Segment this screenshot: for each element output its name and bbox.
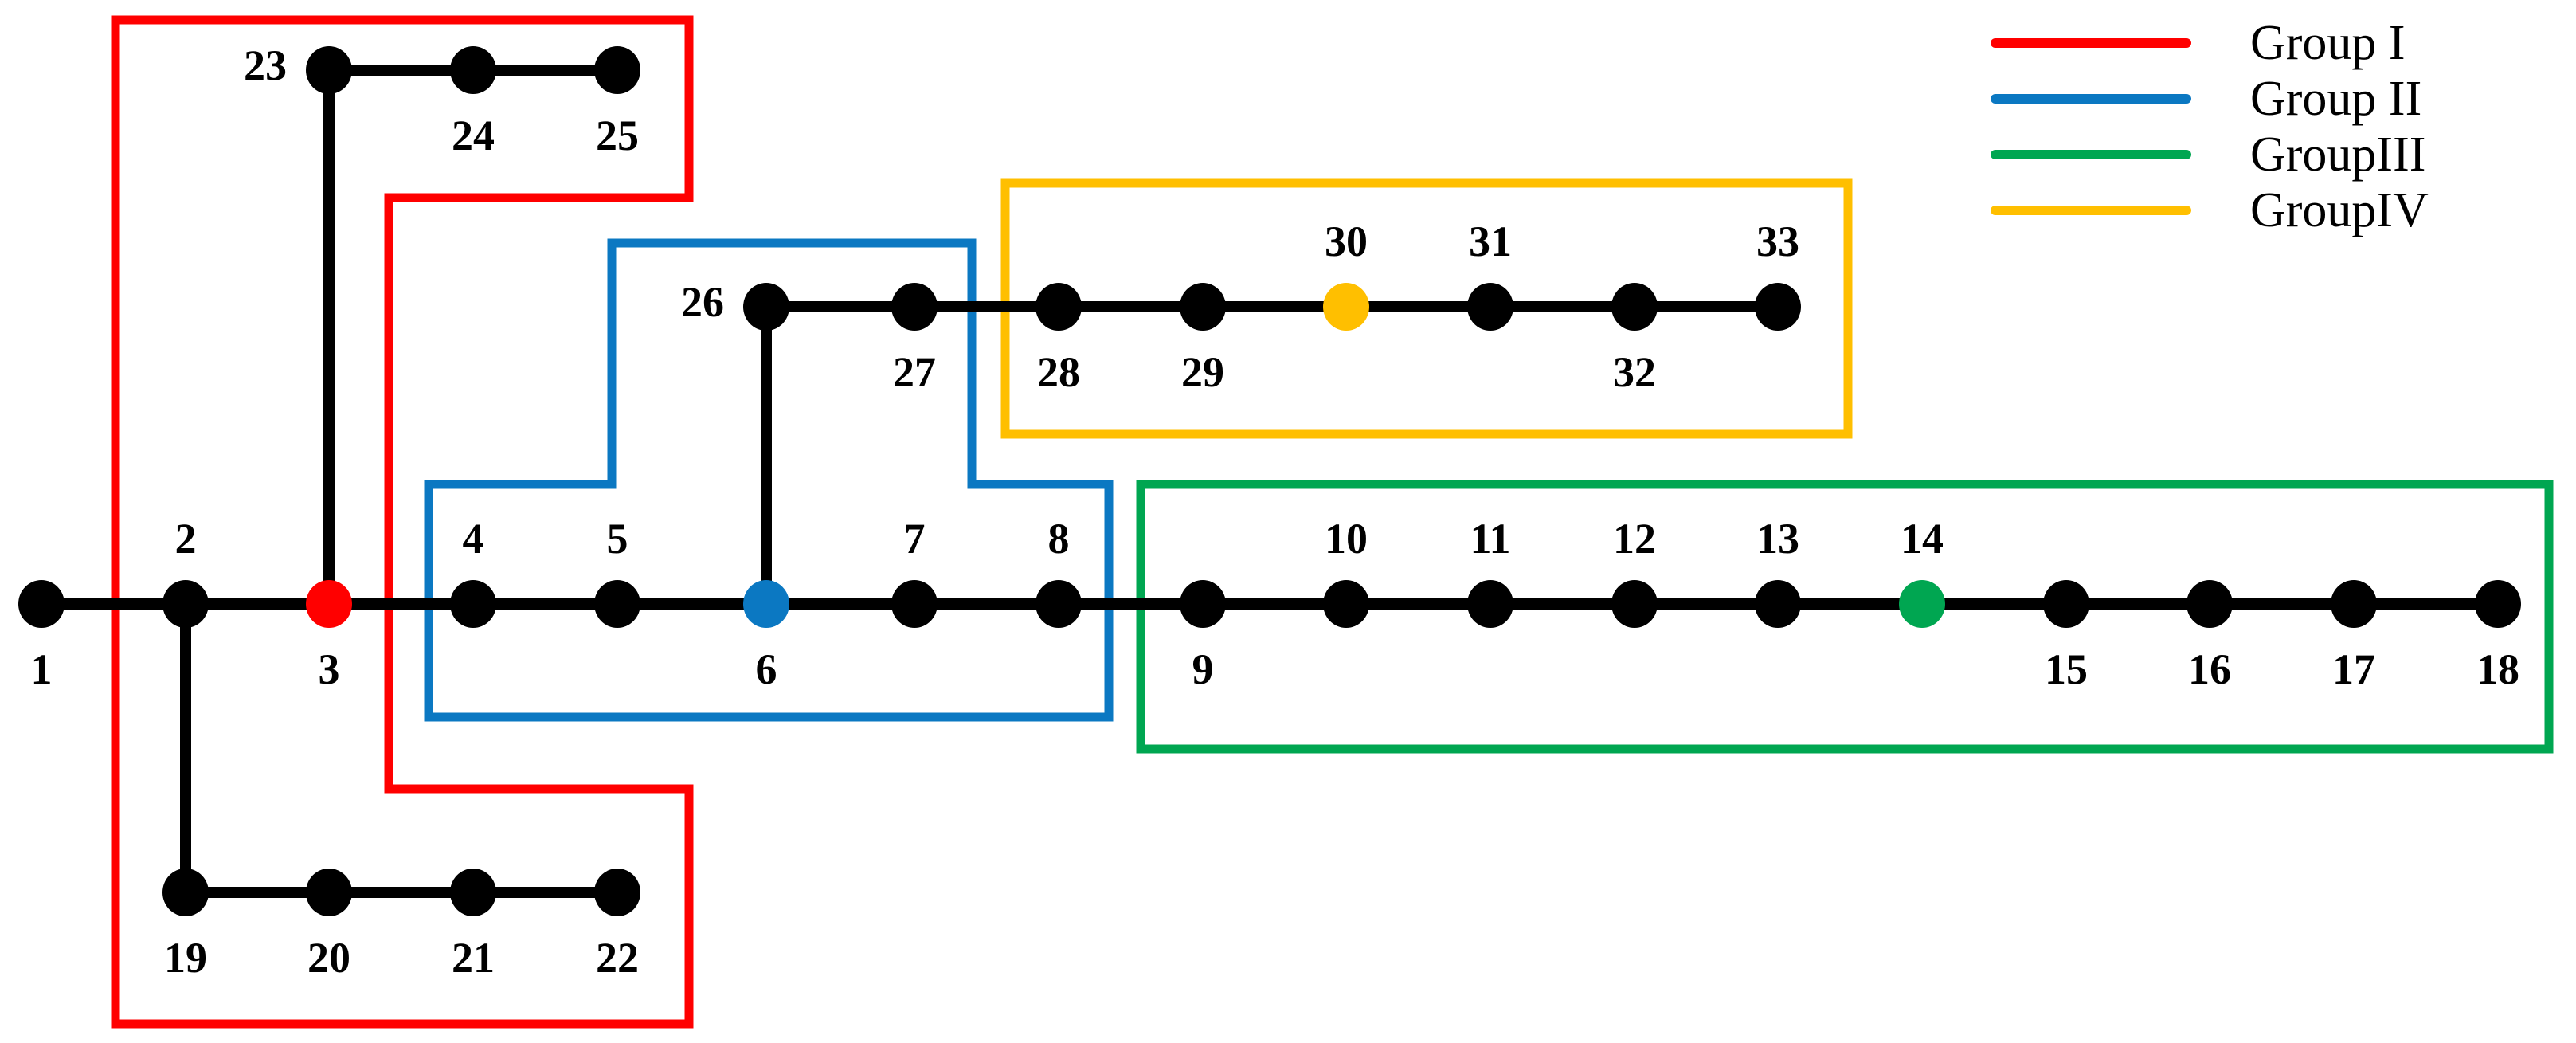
- graph-node-30[interactable]: [1323, 283, 1369, 331]
- node-label-9: 9: [1192, 645, 1214, 693]
- node-label-11: 11: [1470, 515, 1511, 563]
- node-label-1: 1: [30, 645, 53, 693]
- node-label-21: 21: [452, 934, 495, 982]
- graph-node-32[interactable]: [1611, 283, 1658, 331]
- node-label-5: 5: [606, 515, 628, 563]
- legend-label-1: Group I: [2250, 16, 2406, 70]
- node-label-13: 13: [1756, 515, 1799, 563]
- legend-label-2: Group II: [2250, 72, 2422, 126]
- graph-node-33[interactable]: [1755, 283, 1801, 331]
- node-label-29: 29: [1181, 348, 1224, 396]
- node-label-17: 17: [2332, 645, 2375, 693]
- node-label-18: 18: [2476, 645, 2519, 693]
- node-layer: [18, 46, 2521, 916]
- node-label-7: 7: [903, 515, 926, 563]
- node-label-31: 31: [1469, 218, 1512, 265]
- node-label-26: 26: [681, 278, 724, 326]
- graph-node-29[interactable]: [1180, 283, 1226, 331]
- node-label-20: 20: [307, 934, 350, 982]
- graph-node-7[interactable]: [891, 580, 938, 628]
- node-label-33: 33: [1756, 218, 1799, 265]
- node-label-14: 14: [1901, 515, 1944, 563]
- graph-node-13[interactable]: [1755, 580, 1801, 628]
- node-label-4: 4: [462, 515, 484, 563]
- node-label-28: 28: [1037, 348, 1080, 396]
- graph-node-2[interactable]: [162, 580, 209, 628]
- graph-node-25[interactable]: [594, 46, 640, 94]
- legend-label-4: GroupIV: [2250, 183, 2429, 237]
- legend-label-3: GroupIII: [2250, 127, 2426, 182]
- graph-node-17[interactable]: [2331, 580, 2377, 628]
- node-label-19: 19: [164, 934, 207, 982]
- group-outline-group-iii: [1136, 480, 2554, 754]
- graph-node-11[interactable]: [1467, 580, 1513, 628]
- node-label-16: 16: [2188, 645, 2231, 693]
- node-label-2: 2: [174, 515, 197, 563]
- graph-node-26[interactable]: [743, 283, 789, 331]
- graph-node-15[interactable]: [2043, 580, 2089, 628]
- graph-node-20[interactable]: [306, 869, 352, 916]
- graph-node-8[interactable]: [1035, 580, 1082, 628]
- graph-node-5[interactable]: [594, 580, 640, 628]
- edge-layer: [41, 65, 2498, 898]
- graph-node-18[interactable]: [2475, 580, 2521, 628]
- graph-node-31[interactable]: [1467, 283, 1513, 331]
- node-label-23: 23: [244, 41, 287, 89]
- node-label-24: 24: [452, 112, 495, 159]
- graph-node-6[interactable]: [743, 580, 789, 628]
- node-label-22: 22: [596, 934, 639, 982]
- graph-node-28[interactable]: [1035, 283, 1082, 331]
- group-outline-group-i: [111, 15, 694, 1029]
- graph-node-14[interactable]: [1899, 580, 1945, 628]
- graph-node-23[interactable]: [306, 46, 352, 94]
- node-label-3: 3: [318, 645, 340, 693]
- graph-node-9[interactable]: [1180, 580, 1226, 628]
- graph-node-1[interactable]: [18, 580, 65, 628]
- node-label-32: 32: [1613, 348, 1656, 396]
- graph-node-24[interactable]: [450, 46, 496, 94]
- group-outline-group-ii: [424, 238, 1114, 722]
- node-label-6: 6: [755, 645, 777, 693]
- node-label-8: 8: [1047, 515, 1070, 563]
- graph-node-10[interactable]: [1323, 580, 1369, 628]
- graph-node-21[interactable]: [450, 869, 496, 916]
- node-label-15: 15: [2045, 645, 2088, 693]
- node-label-12: 12: [1613, 515, 1656, 563]
- graph-node-22[interactable]: [594, 869, 640, 916]
- node-label-27: 27: [893, 348, 936, 396]
- node-label-10: 10: [1325, 515, 1368, 563]
- group-outline-group-iv: [1000, 178, 1853, 439]
- graph-node-4[interactable]: [450, 580, 496, 628]
- group-outline-layer: [111, 15, 2554, 1029]
- graph-node-16[interactable]: [2186, 580, 2233, 628]
- graph-node-19[interactable]: [162, 869, 209, 916]
- node-label-25: 25: [596, 112, 639, 159]
- graph-node-3[interactable]: [306, 580, 352, 628]
- legend-swatch-layer: [1991, 38, 2191, 215]
- graph-node-27[interactable]: [891, 283, 938, 331]
- graph-node-12[interactable]: [1611, 580, 1658, 628]
- node-label-30: 30: [1325, 218, 1368, 265]
